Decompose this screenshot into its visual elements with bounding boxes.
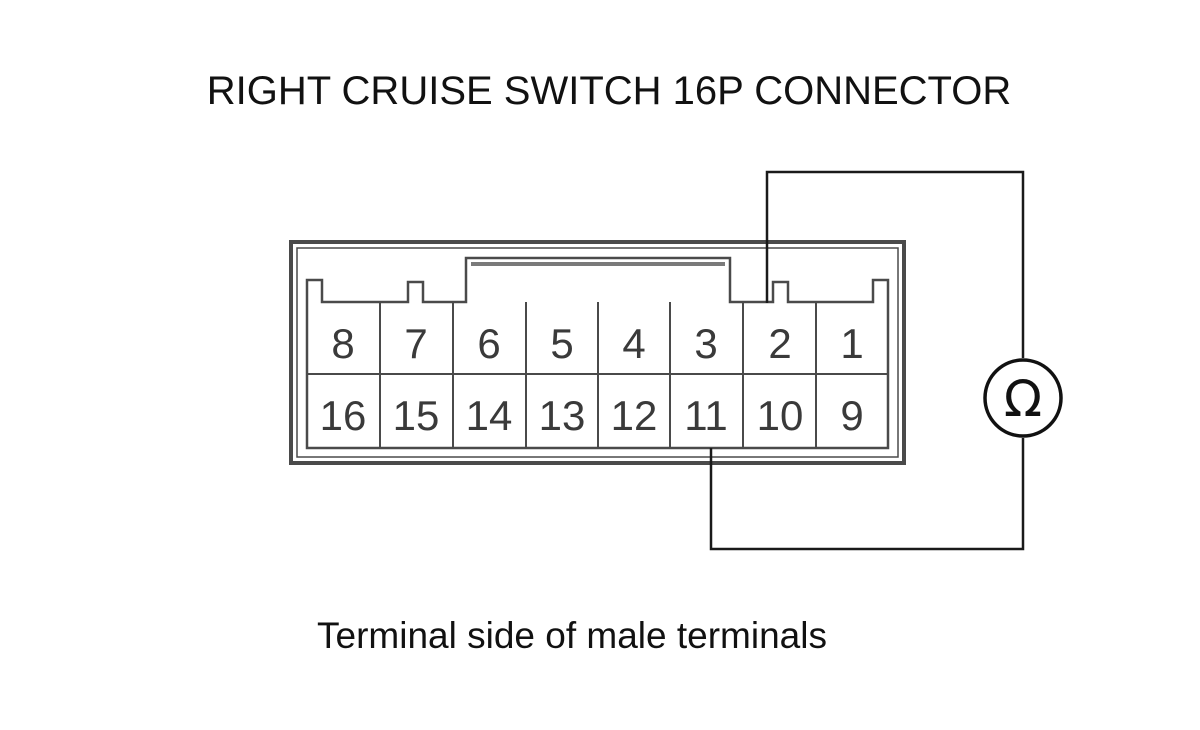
probe-wire-terminal-2 (765, 170, 1025, 358)
column-separators (379, 302, 817, 448)
terminal-7: 7 (404, 320, 427, 367)
terminal-13: 13 (539, 392, 586, 439)
terminal-2: 2 (768, 320, 791, 367)
terminal-10: 10 (757, 392, 804, 439)
top-row-terminals: 8 7 6 5 4 3 2 1 (331, 320, 863, 367)
terminal-14: 14 (466, 392, 513, 439)
terminal-4: 4 (622, 320, 645, 367)
terminal-15: 15 (393, 392, 440, 439)
terminal-6: 6 (477, 320, 500, 367)
terminal-11: 11 (684, 392, 728, 439)
terminal-3: 3 (694, 320, 717, 367)
terminal-12: 12 (611, 392, 658, 439)
terminal-1: 1 (840, 320, 863, 367)
terminal-9: 9 (840, 392, 863, 439)
housing-inner-frame (296, 247, 899, 458)
housing-outer-frame (289, 240, 906, 465)
bottom-row-terminals: 16 15 14 13 12 11 10 9 (320, 392, 864, 439)
connector-housing: 8 7 6 5 4 3 2 1 16 15 14 13 12 11 10 9 (289, 240, 906, 465)
terminal-16: 16 (320, 392, 367, 439)
probe-wire-terminal-11 (709, 438, 1025, 551)
ohmmeter-symbol: Ω (983, 358, 1063, 438)
diagram-caption: Terminal side of male terminals (317, 615, 827, 656)
key-slot (471, 262, 725, 266)
ohmmeter-circle (983, 358, 1063, 438)
terminal-face-outline (305, 256, 890, 450)
terminal-5: 5 (550, 320, 573, 367)
ohm-icon: Ω (1004, 370, 1042, 428)
diagram-title: RIGHT CRUISE SWITCH 16P CONNECTOR (207, 69, 1012, 113)
terminal-8: 8 (331, 320, 354, 367)
